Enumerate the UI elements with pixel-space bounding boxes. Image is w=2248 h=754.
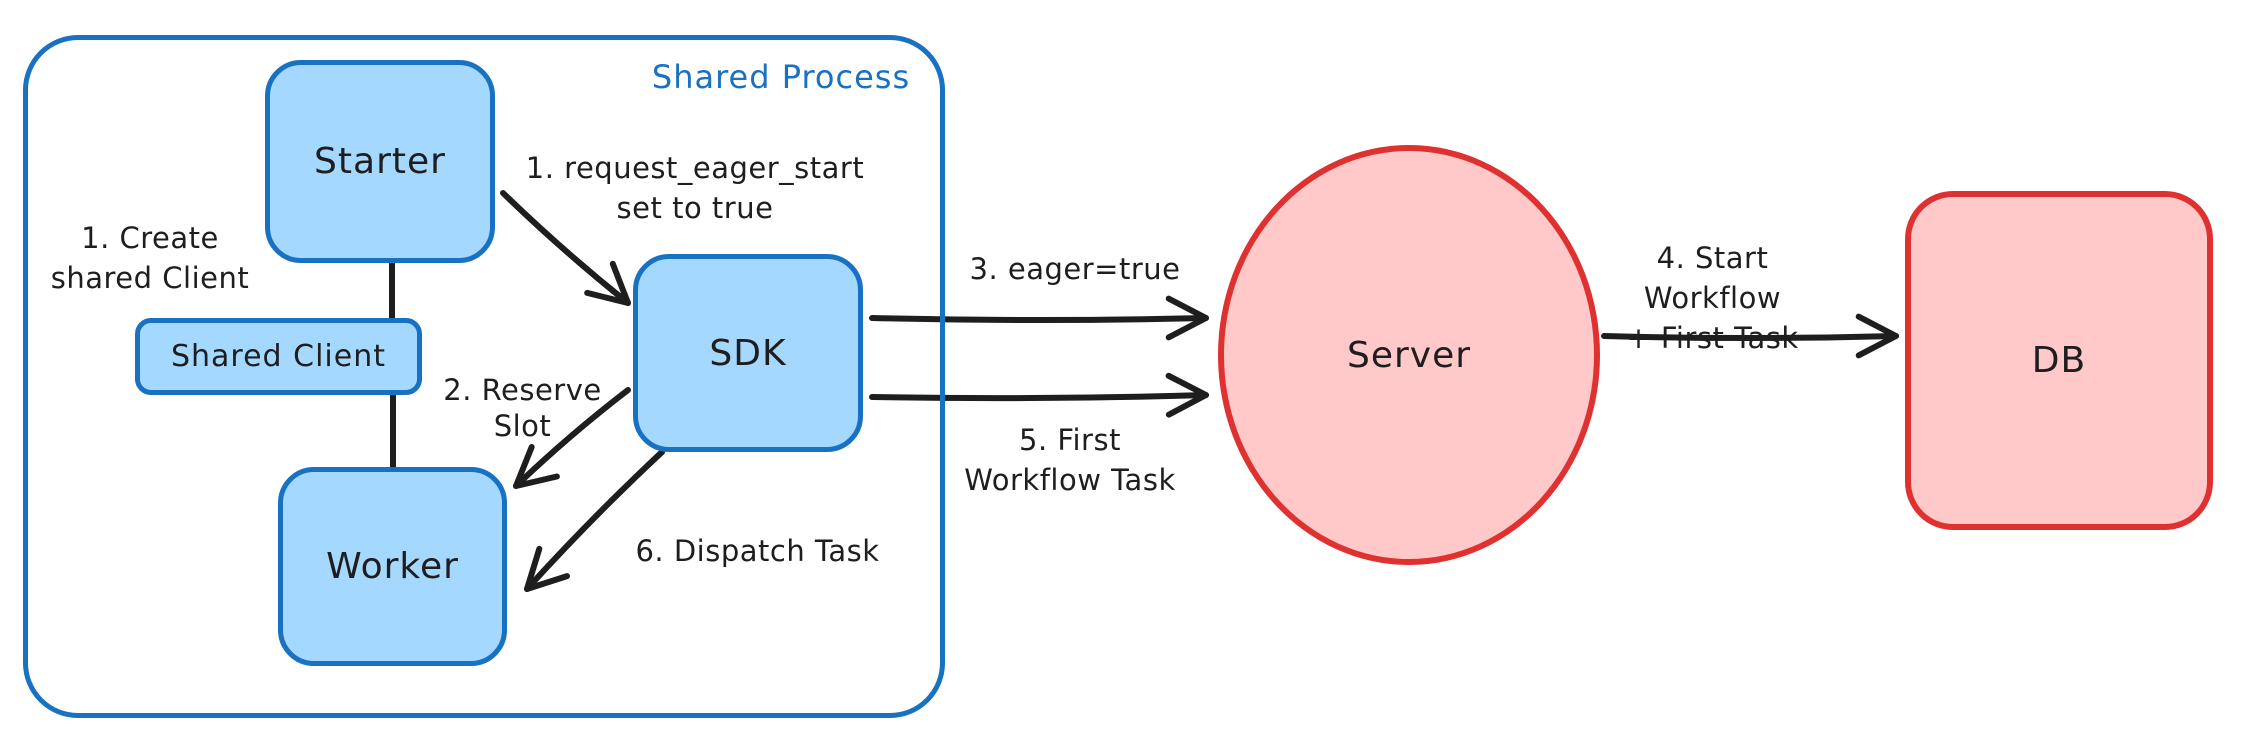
- annotation-line: 5. First: [1019, 423, 1121, 457]
- annotation-first-workflow-task: 5. First Workflow Task: [940, 420, 1200, 500]
- annotation-create-shared-client: 1. Create shared Client: [20, 218, 280, 298]
- annotation-line: set to true: [616, 191, 774, 225]
- annotation-dispatch-task: 6. Dispatch Task: [605, 531, 910, 571]
- arrow-sdk-to-server-eager-true: [869, 295, 1209, 341]
- sdk-label: SDK: [709, 332, 787, 374]
- annotation-line: 6. Dispatch Task: [635, 534, 880, 568]
- db-label: DB: [2031, 340, 2087, 381]
- annotation-line: shared Client: [50, 261, 250, 295]
- arrow-starter-to-sdk: [500, 190, 631, 306]
- worker-label: Worker: [326, 546, 459, 587]
- starter-node: Starter: [265, 60, 495, 263]
- shared-client-label: Shared Client: [170, 339, 386, 374]
- annotation-line: 2. Reserve: [443, 373, 602, 407]
- shared-client-node: Shared Client: [135, 318, 422, 395]
- arrow-server-to-db-start-workflow: [1601, 313, 1899, 359]
- annotation-line: Slot: [493, 409, 552, 443]
- server-node: Server: [1218, 145, 1600, 565]
- annotation-eager-true: 3. eager=true: [950, 249, 1200, 289]
- db-node: DB: [1905, 191, 2213, 530]
- annotation-line: Workflow Task: [964, 463, 1176, 497]
- shared-process-container: [23, 35, 945, 718]
- annotation-line: 1. request_eager_start: [525, 151, 865, 185]
- annotation-reserve-slot: 2. Reserve Slot: [425, 372, 620, 444]
- annotation-request-eager-start: 1. request_eager_start set to true: [510, 148, 880, 228]
- sdk-node: SDK: [633, 254, 863, 452]
- arrow-sdk-to-worker-dispatch-task: [524, 449, 665, 592]
- arrow-sdk-to-server-first-wft: [869, 372, 1209, 418]
- annotation-line: 1. Create: [81, 221, 219, 255]
- arrow-sdk-to-worker-reserve-slot: [513, 387, 631, 489]
- server-label: Server: [1346, 334, 1472, 376]
- annotation-line: + First Task: [1626, 321, 1799, 355]
- starter-label: Starter: [314, 141, 446, 182]
- annotation-start-workflow: 4. Start Workflow + First Task: [1585, 238, 1840, 358]
- shared-process-label: Shared Process: [651, 58, 911, 96]
- annotation-line: 3. eager=true: [969, 252, 1181, 286]
- annotation-line: 4. Start Workflow: [1643, 241, 1782, 315]
- worker-node: Worker: [278, 467, 507, 666]
